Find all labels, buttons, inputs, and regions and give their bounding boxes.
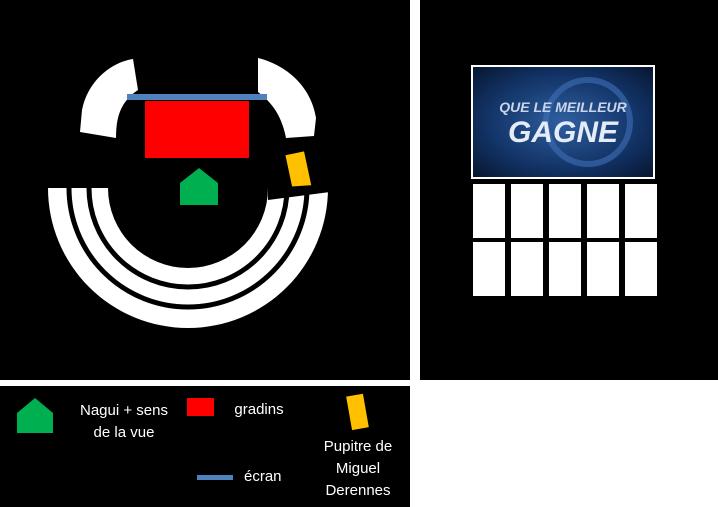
- studio-plan: [0, 0, 410, 380]
- legend: Nagui + sens de la vue gradins Pupitre d…: [0, 386, 410, 507]
- contestant-tile: [511, 184, 543, 238]
- legend-desk-icon: [346, 393, 369, 431]
- upper-left-seating: [80, 59, 138, 138]
- legend-host-icon: [17, 398, 53, 433]
- contestant-tile: [473, 184, 505, 238]
- contestant-grid: [473, 184, 657, 296]
- upper-right-seating: [258, 58, 316, 138]
- lower-seating: [48, 184, 330, 328]
- contestant-tile: [625, 242, 657, 296]
- contestant-tile: [473, 242, 505, 296]
- studio-plan-drawing: [48, 58, 330, 328]
- legend-stands-icon: [187, 398, 214, 416]
- host-marker: [180, 168, 218, 205]
- logo-line1: QUE LE MEILLEUR: [499, 99, 627, 115]
- contestant-tile: [511, 242, 543, 296]
- legend-symbols: [17, 393, 369, 480]
- screen-line: [127, 94, 267, 100]
- legend-stands-label: gradins: [234, 401, 284, 418]
- contestant-tile: [625, 184, 657, 238]
- contestant-tile: [587, 184, 619, 238]
- legend-host-label: Nagui + sens de la vue: [80, 402, 168, 441]
- legend-desk-label: Pupitre de Miguel Derennes: [323, 438, 393, 499]
- legend-screen-icon: [197, 475, 233, 480]
- screen-layout-drawing: QUE LE MEILLEUR GAGNE: [471, 65, 657, 296]
- contestant-tile: [587, 242, 619, 296]
- stands-block: [145, 101, 249, 158]
- contestant-tile: [549, 184, 581, 238]
- desk-marker: [285, 151, 312, 191]
- logo-line2: GAGNE: [508, 116, 619, 149]
- contestant-tile: [549, 242, 581, 296]
- screen-layout: QUE LE MEILLEUR GAGNE: [420, 0, 718, 380]
- legend-screen-label: écran: [244, 468, 282, 485]
